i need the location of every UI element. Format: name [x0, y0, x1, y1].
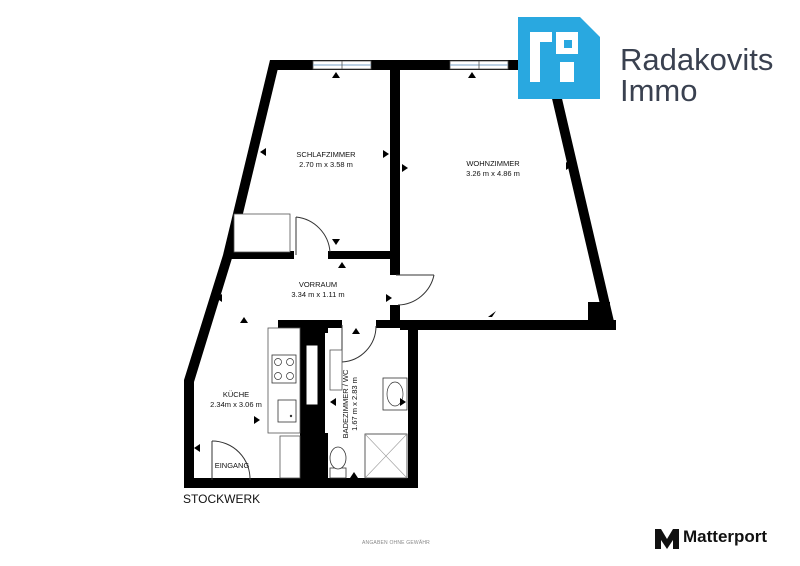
shower-icon	[364, 433, 408, 479]
wall-bedroom-vorraum-2	[328, 251, 396, 259]
bath-cabinet	[329, 349, 343, 391]
wall-right-bath	[408, 320, 418, 488]
badezimmer-size: 1.67 m x 2.83 m	[350, 377, 359, 431]
room-label-vorraum: VORRAUM 3.34 m x 1.11 m	[291, 280, 344, 299]
brand-name-line1: Radakovits	[620, 42, 774, 77]
badezimmer-name: BADEZIMMER / WC	[341, 369, 350, 438]
kitchen-lower-cabinet	[279, 435, 301, 479]
window-living	[449, 60, 509, 70]
matterport-logo-icon	[655, 529, 679, 549]
door-living	[396, 274, 435, 306]
disclaimer-text: ANGABEN OHNE GEWÄHR	[362, 540, 430, 546]
kueche-size: 2.34m x 3.06 m	[210, 400, 262, 409]
brand-name-line2: Immo	[620, 73, 698, 108]
wall-bottom-living	[400, 320, 616, 330]
matterport-label: Matterport	[683, 527, 768, 546]
wall-vorraum-bath-2	[376, 320, 410, 328]
door-entrance	[211, 440, 251, 481]
kueche-name: KÜCHE	[223, 390, 249, 399]
kitchen-sink-icon	[277, 399, 297, 423]
room-label-badezimmer: BADEZIMMER / WC 1.67 m x 2.83 m	[341, 369, 359, 438]
room-label-schlafzimmer: SCHLAFZIMMER 2.70 m x 3.58 m	[296, 150, 356, 169]
wall-gap	[325, 333, 330, 433]
room-label-kueche: KÜCHE 2.34m x 3.06 m	[210, 390, 262, 409]
washbasin-icon	[382, 377, 408, 411]
wall-left-lower	[184, 255, 233, 480]
schlafzimmer-name: SCHLAFZIMMER	[296, 150, 356, 159]
wall-shaft	[305, 344, 319, 406]
wardrobe	[233, 213, 291, 253]
stove-icon	[271, 354, 297, 384]
wohnzimmer-name: WOHNZIMMER	[466, 159, 520, 168]
wall-vorraum-living	[390, 305, 400, 327]
wall-corner-block	[588, 302, 610, 324]
wohnzimmer-size: 3.26 m x 4.86 m	[466, 169, 520, 178]
window-bedroom	[312, 60, 372, 70]
door-bathroom	[341, 325, 377, 363]
vorraum-name: VORRAUM	[299, 280, 337, 289]
floor-label: STOCKWERK	[183, 492, 261, 506]
radakovits-logo-icon	[518, 17, 600, 99]
door-bedroom	[295, 216, 331, 255]
schlafzimmer-size: 2.70 m x 3.58 m	[299, 160, 353, 169]
toilet-icon	[329, 446, 347, 479]
wall-bedroom-vorraum-1	[226, 251, 294, 259]
wall-marker-arrows	[194, 72, 572, 478]
wall-bedroom-living	[390, 60, 400, 275]
room-label-wohnzimmer: WOHNZIMMER 3.26 m x 4.86 m	[466, 159, 520, 178]
wall-right-slanted	[543, 60, 616, 330]
eingang-name: EINGANG	[215, 461, 250, 470]
vorraum-size: 3.34 m x 1.11 m	[291, 290, 344, 299]
wall-left-bedroom	[223, 60, 280, 255]
